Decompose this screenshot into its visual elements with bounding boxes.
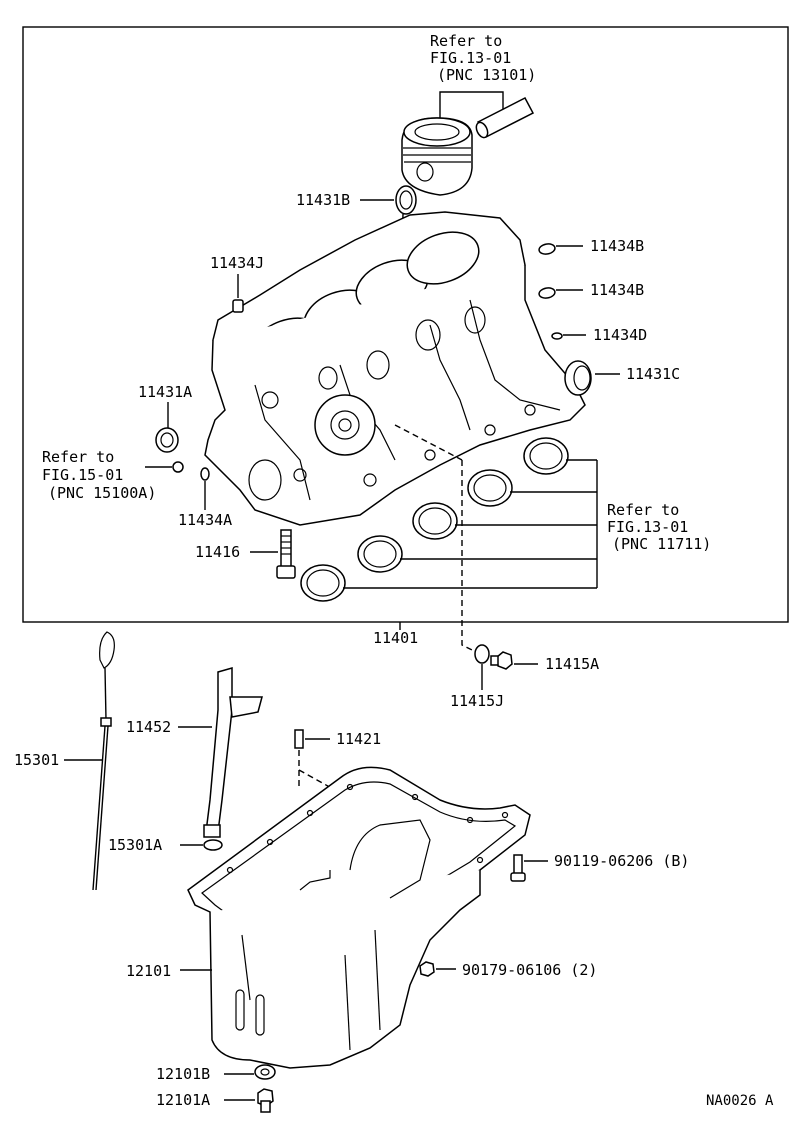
label-11434B-2: 11434B	[590, 281, 644, 299]
label-12101A: 12101A	[156, 1091, 210, 1109]
label-11434D: 11434D	[593, 326, 647, 344]
piston-reference: Refer to FIG.13-01 (PNC 13101)	[430, 32, 536, 118]
main-bearing-2	[357, 535, 403, 573]
dowel-11434B-1	[538, 243, 556, 255]
oil-pan-12101	[187, 766, 531, 1069]
gasket-12101B	[254, 1064, 276, 1080]
label-15301: 15301	[14, 751, 59, 769]
bearing-ref-line1: Refer to	[607, 501, 679, 519]
bearing-ref-line3: (PNC 11711)	[612, 535, 711, 553]
piston-pin	[475, 96, 535, 139]
label-11401: 11401	[373, 629, 418, 647]
label-12101: 12101	[126, 962, 171, 980]
label-11415J: 11415J	[450, 692, 504, 710]
main-bearing-5	[523, 437, 569, 475]
label-90179: 90179-06106 (2)	[462, 961, 597, 979]
label-11434J: 11434J	[210, 254, 264, 272]
label-11452: 11452	[126, 718, 171, 736]
pump-plug	[172, 461, 184, 473]
main-bearing-1	[300, 564, 346, 602]
main-bearing-3	[412, 502, 458, 540]
piston	[401, 117, 473, 196]
piston-ref-line3: (PNC 13101)	[437, 66, 536, 84]
pump-ref-line3: (PNC 15100A)	[48, 484, 156, 502]
dipstick-15301	[92, 631, 115, 891]
dowel-11434J	[232, 299, 244, 313]
label-11415A: 11415A	[545, 655, 599, 673]
cylinder-block-group-frame	[22, 26, 789, 623]
pump-ref-line1: Refer to	[42, 448, 114, 466]
main-bearing-4	[467, 469, 513, 507]
pump-ref-line2: FIG.15-01	[42, 466, 123, 484]
label-11416: 11416	[195, 543, 240, 561]
bolt-90119	[510, 854, 526, 882]
diagram-code: NA0026 A	[706, 1093, 774, 1109]
seal-11431C	[564, 360, 592, 396]
bearing-ref-line2: FIG.13-01	[607, 518, 688, 536]
label-11431C: 11431C	[626, 365, 680, 383]
label-11431A: 11431A	[138, 383, 192, 401]
stud-11421	[294, 729, 304, 749]
dowel-11434A	[200, 467, 210, 481]
piston-ref-line2: FIG.13-01	[430, 49, 511, 67]
oring-15301A	[203, 839, 223, 851]
stud-bolt-11416	[276, 529, 296, 579]
dowel-11434B-2	[538, 287, 556, 299]
piston-ref-line1: Refer to	[430, 32, 502, 50]
cylinder-block	[204, 211, 586, 526]
label-11434A: 11434A	[178, 511, 232, 529]
label-15301A: 15301A	[108, 836, 162, 854]
plug-11415A	[490, 651, 513, 670]
dipstick-guide-11452	[203, 667, 263, 838]
label-11431B: 11431B	[296, 191, 350, 209]
ring-11431B	[395, 185, 417, 215]
label-11434B-1: 11434B	[590, 237, 644, 255]
bearing-leader-bracket	[343, 459, 598, 589]
label-90119: 90119-06206 (B)	[554, 852, 689, 870]
label-11421: 11421	[336, 730, 381, 748]
seal-11431A	[155, 427, 179, 453]
label-12101B: 12101B	[156, 1065, 210, 1083]
nut-90179	[419, 961, 435, 977]
dowel-11434D	[551, 332, 563, 340]
drain-plug-12101A	[257, 1088, 274, 1113]
gasket-11415J	[474, 644, 490, 664]
